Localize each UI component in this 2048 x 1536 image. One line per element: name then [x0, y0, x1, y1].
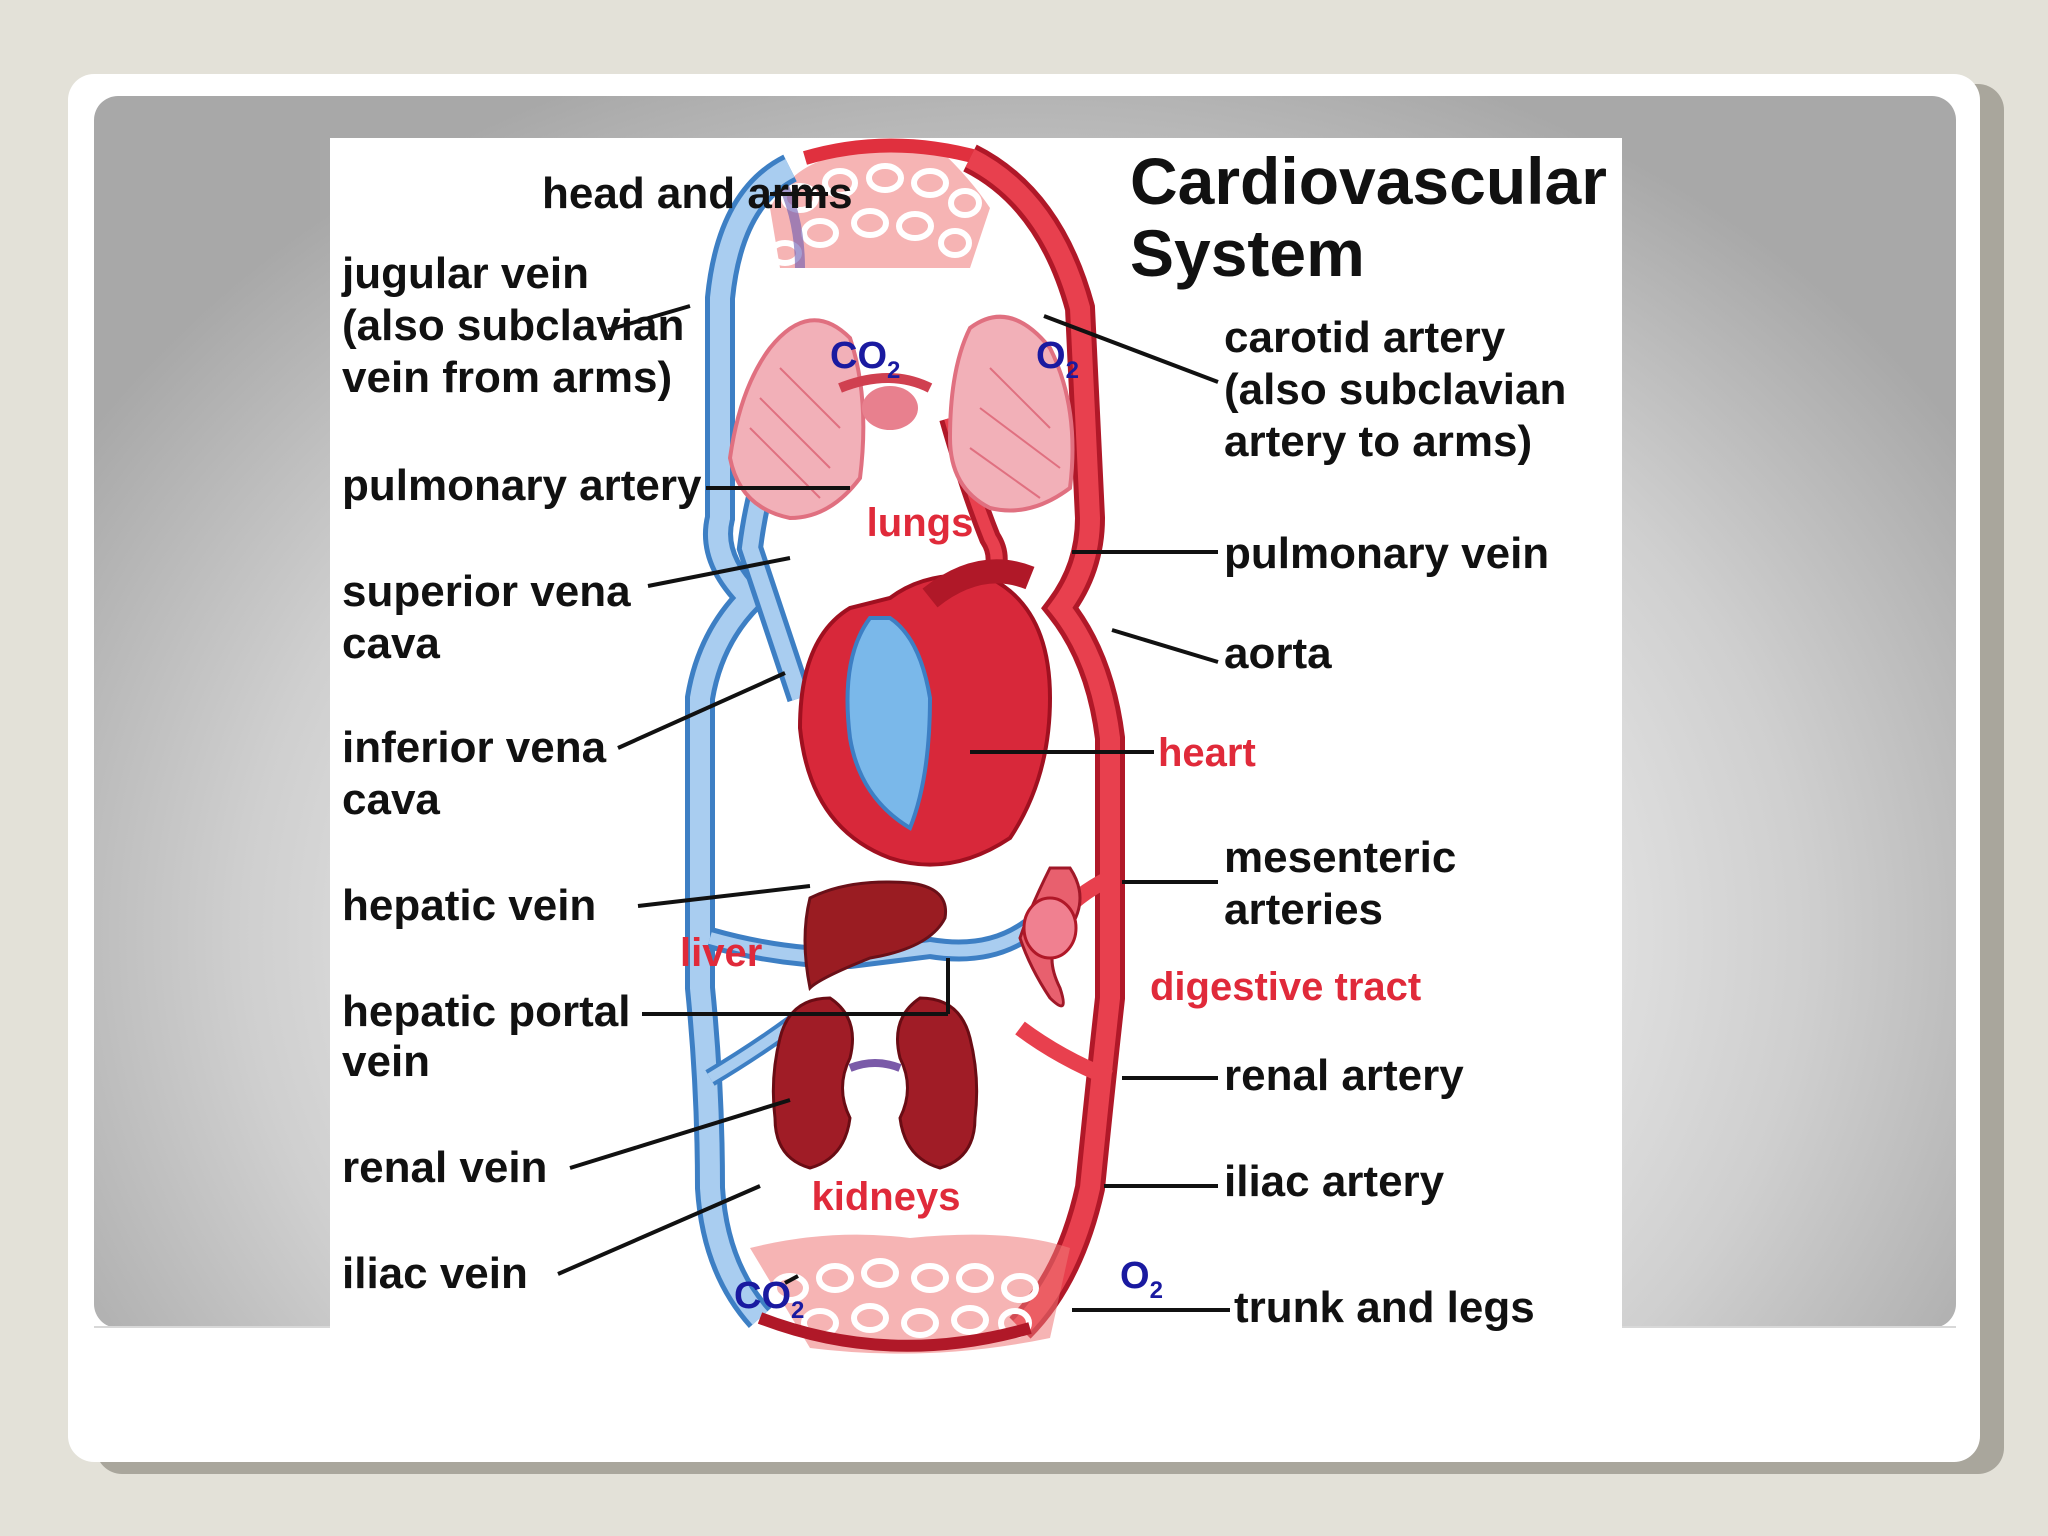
label-renal-artery: renal artery: [1224, 1051, 1464, 1100]
label-mesenteric-arteries-line1: mesenteric: [1224, 833, 1456, 882]
liver: [803, 880, 948, 992]
cardiovascular-diagram: Cardiovascular System head and arms jugu…: [330, 138, 1622, 1364]
label-co2-trunk: CO2: [734, 1275, 804, 1324]
leader-lines: [557, 192, 1230, 1312]
label-head-and-arms: head and arms: [542, 169, 853, 218]
label-o2-trunk: O2: [1120, 1255, 1163, 1304]
label-iliac-vein: iliac vein: [342, 1249, 528, 1298]
label-jugular-vein-line3: vein from arms): [342, 353, 672, 402]
label-aorta: aorta: [1224, 629, 1332, 678]
label-hepatic-portal-vein-line2: vein: [342, 1037, 430, 1086]
label-trunk-and-legs: trunk and legs: [1234, 1283, 1535, 1332]
label-carotid-artery-line1: carotid artery: [1224, 313, 1506, 362]
label-superior-vena-cava-line2: cava: [342, 619, 440, 668]
diagram-title-line1: Cardiovascular: [1130, 144, 1607, 218]
diagram-canvas: Cardiovascular System head and arms jugu…: [341, 138, 1607, 1354]
label-digestive-tract: digestive tract: [1150, 965, 1421, 1009]
label-hepatic-portal-vein-line1: hepatic portal: [342, 987, 631, 1036]
label-o2-lungs: O2: [1036, 335, 1079, 384]
label-superior-vena-cava-line1: superior vena: [342, 567, 631, 616]
label-heart: heart: [1158, 731, 1256, 775]
head-capillary-bed: [768, 138, 990, 269]
label-inferior-vena-cava-line1: inferior vena: [342, 723, 607, 772]
lungs: [727, 314, 1075, 521]
label-liver: liver: [680, 931, 762, 975]
heart: [797, 559, 1053, 867]
diagram-title-line2: System: [1130, 216, 1365, 290]
label-kidneys: kidneys: [812, 1175, 961, 1219]
trunk-legs-capillary-bed: [750, 1234, 1070, 1354]
label-jugular-vein-line2: (also subclavian: [342, 301, 684, 350]
label-lungs: lungs: [867, 501, 974, 545]
digestive-tract: [1018, 866, 1082, 1008]
label-jugular-vein-line1: jugular vein: [341, 249, 589, 298]
label-hepatic-vein: hepatic vein: [342, 881, 596, 930]
kidneys: [771, 996, 979, 1170]
label-mesenteric-arteries-line2: arteries: [1224, 885, 1383, 934]
label-renal-vein: renal vein: [342, 1143, 547, 1192]
label-iliac-artery: iliac artery: [1224, 1157, 1445, 1206]
label-pulmonary-vein: pulmonary vein: [1224, 529, 1549, 578]
label-carotid-artery-line2: (also subclavian: [1224, 365, 1566, 414]
label-co2-lungs: CO2: [830, 335, 900, 384]
label-carotid-artery-line3: artery to arms): [1224, 417, 1532, 466]
label-inferior-vena-cava-line2: cava: [342, 775, 440, 824]
label-pulmonary-artery: pulmonary artery: [342, 461, 702, 510]
